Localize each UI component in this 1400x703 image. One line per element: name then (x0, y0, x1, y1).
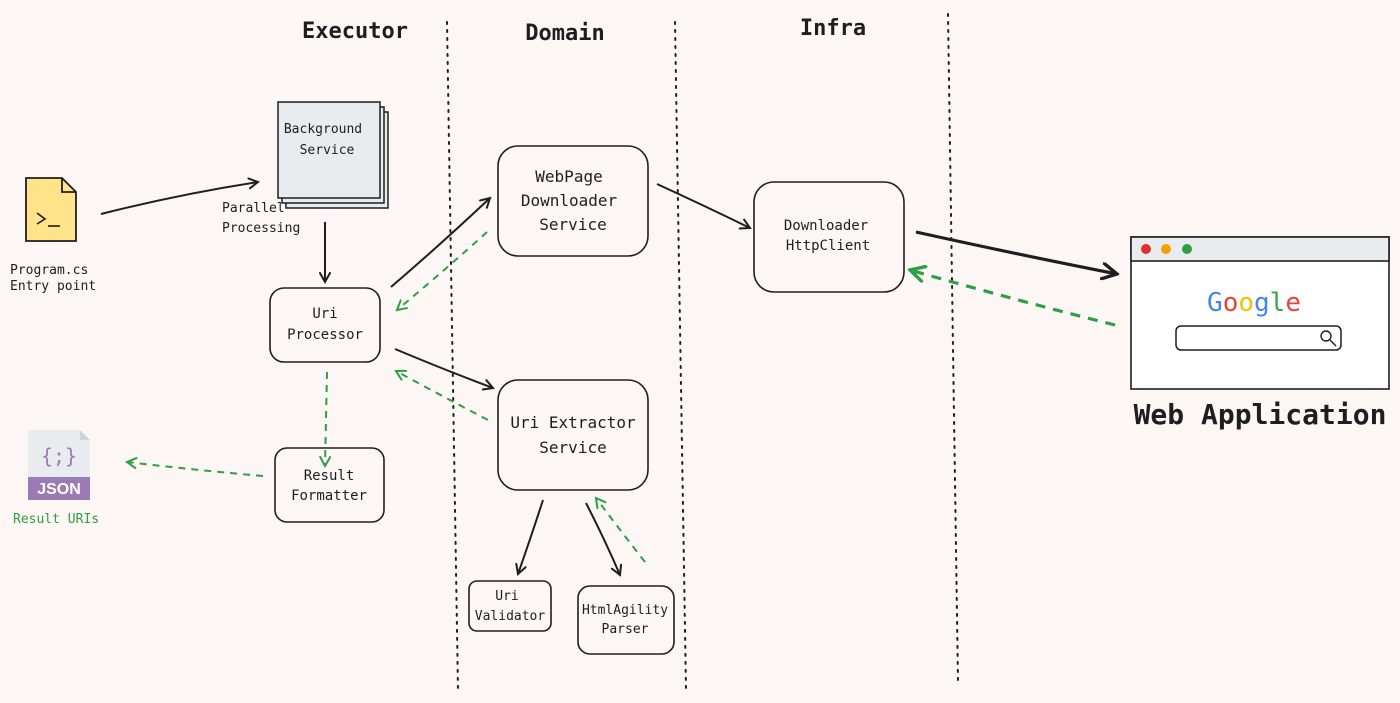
lane-title-infra: Infra (800, 16, 866, 41)
arrow-parser-to-extractor-response (596, 498, 646, 563)
lane-divider-1 (446, 21, 459, 691)
result-formatter-box (274, 447, 385, 523)
htmlagility-parser-label-1: HtmlAgility (582, 603, 668, 618)
webpage-downloader-label-1: WebPage (535, 167, 602, 186)
webpage-downloader-box (497, 145, 649, 257)
htmlagility-parser-box (577, 585, 675, 655)
uri-extractor-label-1: Uri Extractor (510, 413, 636, 432)
json-icon-glyph: {;} (41, 444, 77, 468)
arrow-webapp-to-httpclient-response (910, 270, 1116, 327)
webpage-downloader-label-2: Downloader (521, 191, 618, 210)
arrow-processor-to-downloader (390, 198, 490, 288)
arrow-downloader-to-processor-response (397, 231, 488, 310)
result-uris-label: Result URIs (13, 512, 99, 527)
arrow-extractor-to-validator (518, 499, 544, 574)
uri-validator-box (468, 580, 552, 632)
webpage-downloader-label-3: Service (539, 215, 606, 234)
arrow-downloader-to-httpclient (656, 183, 750, 228)
arrow-extractor-to-parser (585, 502, 620, 575)
terminal-file-icon (25, 177, 77, 242)
window-maximize-dot (1182, 244, 1192, 254)
uri-validator-label-2: Validator (475, 609, 546, 624)
htmlagility-parser-label-2: Parser (602, 622, 649, 637)
arrow-processor-to-formatter (325, 371, 327, 466)
uri-validator-label-1: Uri (495, 589, 518, 604)
downloader-httpclient-label-2: HttpClient (786, 238, 870, 254)
parallel-processing-label-1: Parallel (222, 201, 285, 216)
background-service-stack (277, 101, 389, 209)
result-formatter-label-1: Result (304, 468, 355, 484)
arrow-processor-to-extractor (394, 348, 493, 388)
browser-window (1130, 236, 1390, 390)
background-service-label-2: Service (300, 143, 355, 158)
arrow-extractor-to-processor-response (396, 371, 489, 421)
arrow-httpclient-to-webapp (915, 230, 1117, 274)
json-badge-text: JSON (37, 481, 81, 498)
uri-processor-box (269, 287, 381, 363)
browser-search-box (1175, 325, 1342, 351)
lane-title-domain: Domain (525, 21, 604, 46)
magnifier-icon (1320, 330, 1337, 347)
result-formatter-label-2: Formatter (291, 488, 367, 504)
uri-extractor-box (497, 379, 649, 491)
uri-processor-label-1: Uri (312, 306, 337, 322)
uri-processor-label-2: Processor (287, 327, 363, 343)
lane-divider-2 (674, 21, 687, 691)
downloader-httpclient-label-1: Downloader (784, 218, 868, 234)
arrow-formatter-to-json (127, 462, 264, 477)
lane-title-executor: Executor (302, 19, 408, 44)
web-application-label: Web Application (1134, 398, 1387, 431)
json-file-icon (28, 430, 90, 500)
window-minimize-dot (1161, 244, 1171, 254)
parallel-processing-label-2: Processing (222, 221, 300, 236)
google-logo: Google (1207, 288, 1301, 318)
window-close-dot (1141, 244, 1151, 254)
program-label-1: Program.cs (10, 263, 88, 278)
arrow-program-to-background (100, 182, 258, 215)
program-label-2: Entry point (10, 279, 96, 294)
downloader-httpclient-box (753, 181, 905, 293)
background-service-label-1: Background (284, 122, 362, 137)
uri-extractor-label-2: Service (539, 438, 606, 457)
lane-divider-3 (947, 13, 959, 683)
